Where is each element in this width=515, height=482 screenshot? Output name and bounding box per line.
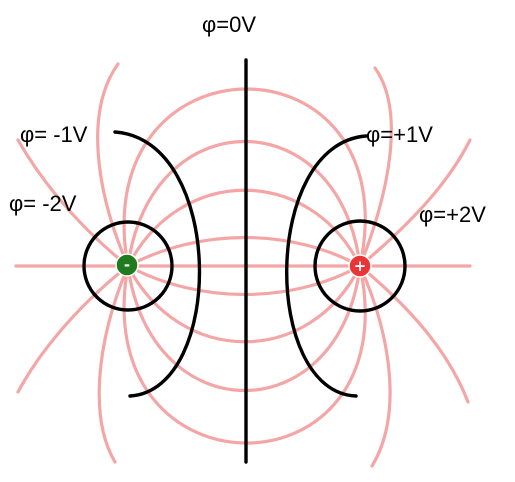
equipotential-neg1-curve xyxy=(113,130,202,398)
field-line-left-lower-b xyxy=(97,264,130,464)
equipotential-pos1-curve xyxy=(285,134,368,398)
label-phi-neg2: φ= -2V xyxy=(9,191,77,216)
field-line-upper-2 xyxy=(126,188,362,268)
field-line-right-lower-b xyxy=(358,264,392,468)
field-line-left-upper-b xyxy=(96,62,130,268)
field-line-right-upper-b xyxy=(358,66,393,268)
field-line-right-upper-a xyxy=(358,138,472,268)
positive-charge: + xyxy=(348,254,372,278)
equipotential-neg2-circle xyxy=(82,220,174,312)
negative-charge-dot xyxy=(115,253,139,277)
field-line-upper-3 xyxy=(126,140,362,268)
label-phi-neg1: φ= -1V xyxy=(20,122,88,147)
negative-charge: - xyxy=(115,253,139,277)
field-line-right-lower-a xyxy=(358,264,470,404)
equipotential-lines xyxy=(82,58,407,464)
label-phi-pos1: φ=+1V xyxy=(366,122,433,147)
field-line-lower-3 xyxy=(126,264,362,392)
field-line-left-lower-a xyxy=(16,264,130,394)
field-line-lower-2 xyxy=(126,264,362,344)
label-phi-zero: φ=0V xyxy=(202,12,256,37)
positive-charge-dot xyxy=(348,254,372,278)
field-line-left-upper-a xyxy=(16,138,130,268)
equipotential-pos2-circle xyxy=(313,219,407,313)
negative-charge-sign: - xyxy=(124,256,130,274)
label-phi-pos2: φ=+2V xyxy=(419,202,486,227)
positive-charge-sign: + xyxy=(354,257,367,275)
